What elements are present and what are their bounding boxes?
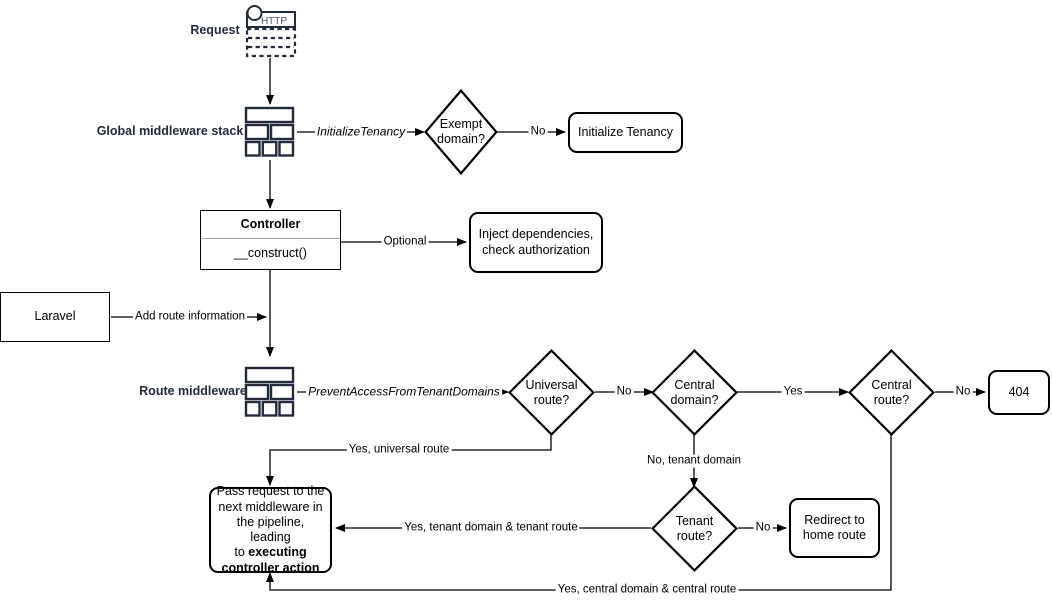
edge-label-universal-no: No [614,385,634,399]
http-request-icon: HTTP [244,4,298,58]
edge-label-central-domain-yes: Yes [781,385,805,399]
pass-request-to-word: to [234,545,249,560]
decision-tenant-route[interactable]: Tenant route? [651,485,738,572]
node-controller[interactable]: Controller __construct() [200,210,341,270]
decision-universal-route-label: Universal route? [525,377,578,407]
decision-central-domain-label: Central domain? [670,377,719,407]
route-middleware-label: Route middleware [139,384,247,399]
decision-central-domain[interactable]: Central domain? [651,349,738,436]
node-pass-request[interactable]: Pass request to the next middleware in t… [209,484,332,575]
node-initialize-tenancy[interactable]: Initialize Tenancy [568,112,683,153]
edge-label-yes-tenant-domain-tenant-route: Yes, tenant domain & tenant route [402,521,580,535]
route-middleware-stack-icon [244,366,296,418]
controller-constructor: __construct() [234,246,307,261]
node-laravel[interactable]: Laravel [0,292,110,342]
edge-universal-yes-to-pass [266,435,552,486]
pass-request-line-1: Pass request to the [216,484,325,499]
svg-text:HTTP: HTTP [261,16,287,27]
edge-label-optional: Optional [381,235,429,249]
node-404[interactable]: 404 [988,370,1050,415]
pass-request-bold-1: executing [248,545,307,560]
decision-central-route-label: Central route? [871,377,912,407]
node-redirect-home-route[interactable]: Redirect to home route [789,498,880,558]
decision-exempt-domain-label: Exempt domain? [437,117,485,146]
middleware-stack-icon [244,106,296,158]
pass-request-line-3: the pipeline, leading [236,514,305,544]
edge-label-no-tenant-domain: No, tenant domain [645,454,743,468]
edge-label-initialize-tenancy: InitializeTenancy [314,124,408,139]
edge-label-add-route-information: Add route information [133,310,247,324]
edge-label-exempt-no: No [528,125,548,139]
decision-exempt-domain[interactable]: Exempt domain? [424,89,498,175]
node-inject-dependencies[interactable]: Inject dependencies, check authorization [469,212,603,273]
decision-universal-route[interactable]: Universal route? [508,349,595,436]
decision-tenant-route-label: Tenant route? [675,513,714,543]
decision-central-route[interactable]: Central route? [848,349,935,436]
request-label: Request [190,23,240,38]
edge-label-yes-universal-route: Yes, universal route [346,443,452,457]
edge-label-prevent-access: PreventAccessFromTenantDomains [306,384,502,399]
pass-request-line-2: next middleware in [218,499,323,514]
pass-request-line-4: to executing [234,545,306,560]
edge-label-tenant-route-no: No [753,521,773,535]
edge-label-central-route-no: No [953,385,973,399]
controller-title: Controller [201,211,340,240]
edge-label-yes-central-domain-central-route: Yes, central domain & central route [555,583,739,597]
global-middleware-stack-label: Global middleware stack [96,124,244,139]
pass-request-bold-2: controller action [221,560,320,575]
